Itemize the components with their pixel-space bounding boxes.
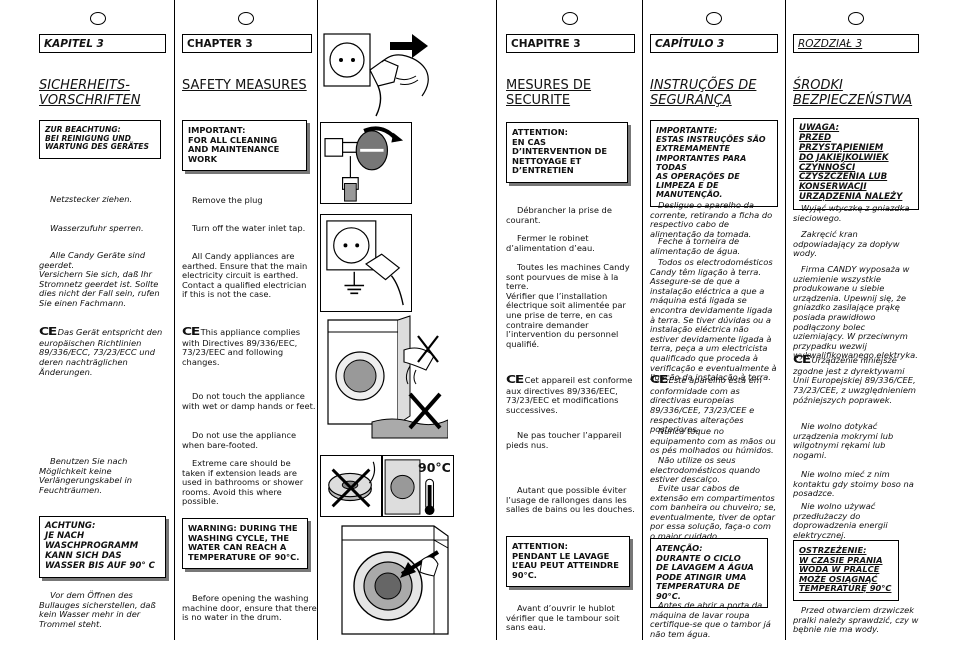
- paragraph: Toutes les machines Candy sont pourvues …: [506, 262, 630, 349]
- figure-hot-water: [382, 455, 454, 517]
- warning-box-top: UWAGA: PRZED PRZYSTĄPIENIEM DO JAKIEJKOL…: [793, 118, 919, 210]
- paragraph-text: Este aparelho está em conformidade com a…: [650, 375, 762, 435]
- paragraph: Desligue o aparelho da corrente, retiran…: [650, 200, 773, 239]
- column-divider: [496, 0, 497, 640]
- chapter-heading: CAPÍTULO 3: [650, 34, 778, 53]
- chapter-heading: KAPITEL 3: [39, 34, 166, 53]
- paragraph: Ne pas toucher l’appareil pieds nus.: [506, 430, 622, 450]
- paragraph: Feche a torneira de alimentação de água.: [650, 236, 741, 256]
- paragraph: Netzstecker ziehen.: [50, 194, 133, 204]
- water-tap-icon: [324, 126, 404, 202]
- no-wet-hands-icon: [327, 315, 448, 439]
- page-number-bubble: [90, 12, 106, 25]
- paragraph: Todos os electrodomésticos Candy têm lig…: [650, 257, 777, 383]
- paragraph: Nie wolno mieć z nim kontaktu gdy stoimy…: [793, 469, 914, 499]
- paragraph: Evite usar cabos de extensão em comparti…: [650, 483, 777, 542]
- paragraph: Wyjąć wtyczkę z gniazdka sieciowego.: [793, 203, 910, 223]
- page-number-bubble: [562, 12, 578, 25]
- section-title: SICHERHEITS- VORSCHRIFTEN: [39, 78, 141, 108]
- warning-box-top: ATTENTION: EN CAS D’INTERVENTION DE NETT…: [506, 122, 628, 183]
- page-number-bubble: [848, 12, 864, 25]
- extension-lead-icon: [328, 461, 376, 508]
- column-divider: [174, 0, 175, 640]
- paragraph: Nunca toque no equipamento com as mãos o…: [650, 426, 776, 456]
- section-title: ŚRODKI BEZPIECZEŃSTWA: [793, 78, 913, 108]
- warning-box-top: IMPORTANT: FOR ALL CLEANING AND MAINTENA…: [182, 120, 307, 172]
- ce-mark-icon: CE: [793, 353, 811, 366]
- paragraph: Firma CANDY wyposaża w uziemienie wszyst…: [793, 264, 918, 361]
- chapter-heading: ROZDZIAŁ 3: [793, 34, 919, 53]
- chapter-heading: CHAPTER 3: [182, 34, 312, 53]
- ce-mark-icon: CE: [650, 373, 668, 386]
- column-divider: [317, 0, 318, 640]
- paragraph: Débrancher la prise de courant.: [506, 205, 612, 225]
- warning-box-bottom: OSTRZEŻENIE: W CZASIE PRANIA WODA W PRAL…: [793, 540, 899, 601]
- page-number-bubble: [706, 12, 722, 25]
- warning-box-bottom: ATENÇÃO: DURANTE O CICLO DE LAVAGEM A ÁG…: [650, 538, 768, 609]
- paragraph: Fermer le robinet d’alimentation d’eau.: [506, 233, 595, 253]
- paragraph: Alle Candy Geräte sind geerdet. Versiche…: [39, 250, 160, 309]
- figure-open-door: [338, 522, 456, 638]
- column-french: CHAPITRE 3 MESURES DE SECURITE ATTENTION…: [506, 34, 635, 644]
- ce-mark-icon: CE: [182, 325, 200, 338]
- column-german: KAPITEL 3 SICHERHEITS- VORSCHRIFTEN ZUR …: [39, 34, 166, 644]
- paragraph-text: This appliance complies with Directives …: [182, 327, 301, 367]
- section-title: MESURES DE SECURITE: [506, 78, 592, 108]
- paragraph: Turn off the water inlet tap.: [192, 223, 306, 233]
- paragraph: Przed otwarciem drzwiczek pralki należy …: [793, 605, 919, 635]
- warning-box-bottom: ACHTUNG: JE NACH WASCHPROGRAMM KANN SICH…: [39, 516, 166, 579]
- figure-water-tap: [320, 122, 412, 204]
- section-title: SAFETY MEASURES: [182, 78, 307, 93]
- warning-box-top: ZUR BEACHTUNG: BEI REINIGUNG UND WARTUNG…: [39, 120, 161, 160]
- page-number-bubble: [238, 12, 254, 25]
- paragraph: Do not use the appliance when bare-foote…: [182, 430, 297, 450]
- column-divider: [642, 0, 643, 640]
- paragraph-text: Das Gerät entspricht den europäischen Ri…: [39, 327, 163, 377]
- chapter-heading: CHAPITRE 3: [506, 34, 635, 53]
- warning-box-bottom: WARNING: DURING THE WASHING CYCLE, THE W…: [182, 518, 308, 570]
- paragraph: Do not touch the appliance with wet or d…: [182, 391, 316, 411]
- paragraph-text: Cet appareil est conforme aux directives…: [506, 375, 633, 415]
- paragraph: Remove the plug: [192, 195, 263, 205]
- paragraph: All Candy appliances are earthed. Ensure…: [182, 251, 308, 300]
- ce-mark-icon: CE: [39, 325, 57, 338]
- paragraph: Nie wolno używać przedłużaczy do doprowa…: [793, 501, 888, 540]
- paragraph: Benutzen Sie nach Möglichkeit keine Verl…: [39, 456, 133, 495]
- unplug-illustration-icon: [323, 33, 429, 117]
- paragraph: Zakręcić kran odpowiadający za dopływ wo…: [793, 229, 900, 259]
- warning-box-bottom: ATTENTION: PENDANT LE LAVAGE L’EAU PEUT …: [506, 536, 630, 588]
- paragraph: Wasserzufuhr sperren.: [50, 223, 144, 233]
- washer-door-icon: [341, 525, 449, 635]
- warning-box-top: IMPORTANTE: ESTAS INSTRUÇÕES SÃO EXTREMA…: [650, 120, 778, 207]
- figure-extension-lead: [320, 455, 382, 517]
- temperature-label: 90°C: [418, 460, 451, 475]
- paragraph: Nie wolno dotykać urządzenia mokrymi lub…: [793, 421, 894, 460]
- paragraph: Não utilize os seus electrodomésticos qu…: [650, 455, 761, 485]
- figure-no-wet-hands: [326, 314, 448, 440]
- paragraph: Antes de abrir a porta da máquina de lav…: [650, 600, 771, 639]
- earthed-socket-icon: [326, 220, 404, 306]
- column-portuguese: CAPÍTULO 3 INSTRUÇÕES DE SEGURANÇA IMPOR…: [650, 34, 778, 644]
- column-divider: [785, 0, 786, 640]
- paragraph: Before opening the washing machine door,…: [182, 593, 317, 623]
- thermometer-washer-icon: [384, 459, 435, 516]
- paragraph: Avant d’ouvrir le hublot vérifier que le…: [506, 603, 620, 633]
- paragraph-text: Urządzenie niniejsze zgodne jest z dyrek…: [793, 355, 917, 405]
- figure-unplug: [320, 22, 442, 122]
- figure-earthed-socket: [320, 214, 412, 312]
- section-title: INSTRUÇÕES DE SEGURANÇA: [650, 78, 757, 108]
- column-polish: ROZDZIAŁ 3 ŚRODKI BEZPIECZEŃSTWA UWAGA: …: [793, 34, 919, 644]
- paragraph: Autant que possible éviter l’usage de ra…: [506, 485, 635, 515]
- paragraph: Extreme care should be taken if extensio…: [182, 458, 304, 507]
- paragraph: Vor dem Öffnen des Bullauges sicherstell…: [39, 590, 156, 629]
- ce-mark-icon: CE: [506, 373, 524, 386]
- column-english: CHAPTER 3 SAFETY MEASURES IMPORTANT: FOR…: [182, 34, 317, 644]
